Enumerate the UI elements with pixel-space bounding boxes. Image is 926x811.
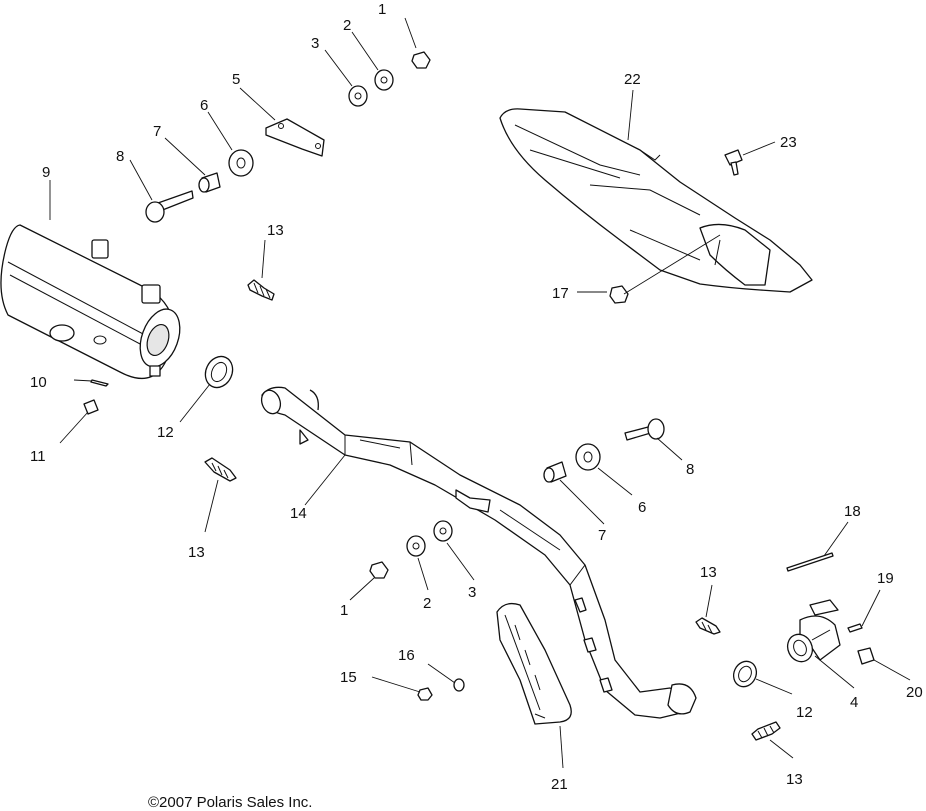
callout-7-top: 7 <box>153 123 161 140</box>
callout-10: 10 <box>30 374 47 391</box>
callout-3-bottom: 3 <box>468 584 476 601</box>
leader-lines <box>49 17 911 769</box>
spring-part-upper <box>247 279 275 301</box>
bolt-part-23 <box>724 149 743 176</box>
callout-13-upper: 13 <box>267 222 284 239</box>
callout-21: 21 <box>551 776 568 793</box>
plug-part-11 <box>83 399 99 415</box>
callout-19: 19 <box>877 570 894 587</box>
callout-6-top: 6 <box>200 97 208 114</box>
muffler-part <box>0 224 181 380</box>
nut-part-top <box>411 51 431 69</box>
spring-part-bottom <box>751 721 781 741</box>
callout-6-right: 6 <box>638 499 646 516</box>
callout-2-bottom: 2 <box>423 595 431 612</box>
callout-16: 16 <box>398 647 415 664</box>
callout-8-top: 8 <box>116 148 124 165</box>
head-pipe-part <box>260 386 697 719</box>
washer-part-top-2 <box>374 69 394 91</box>
callout-17: 17 <box>552 285 569 302</box>
clip-part-19 <box>847 623 863 633</box>
washer-part-bottom-3 <box>433 520 453 542</box>
copyright-notice: ©2007 Polaris Sales Inc. <box>148 794 312 811</box>
callout-12-right: 12 <box>796 704 813 721</box>
callout-11: 11 <box>30 448 46 465</box>
callout-13-left: 13 <box>188 544 205 561</box>
callout-14: 14 <box>290 505 307 522</box>
nut-part-bottom <box>369 561 389 579</box>
callout-18: 18 <box>844 503 861 520</box>
tailpipe-part <box>786 599 841 663</box>
heat-shield-part <box>499 108 813 293</box>
callout-9: 9 <box>42 164 50 181</box>
callout-7-right: 7 <box>598 527 606 544</box>
callout-5: 5 <box>232 71 240 88</box>
grommet-part-top <box>228 149 254 177</box>
callout-1-top: 1 <box>378 1 386 18</box>
grommet-part-right <box>575 443 601 471</box>
nut-part-15 <box>417 687 433 701</box>
callout-15: 15 <box>340 669 357 686</box>
washer-part-top-3 <box>348 85 368 107</box>
washer-part-bottom-2 <box>406 535 426 557</box>
bolt-part-right <box>624 418 665 441</box>
spring-part-left <box>204 457 237 482</box>
callout-22: 22 <box>624 71 641 88</box>
lower-heat-shield-part <box>496 602 572 725</box>
callout-4: 4 <box>850 694 858 711</box>
callout-13-bottom: 13 <box>786 771 803 788</box>
callout-1-bottom: 1 <box>340 602 348 619</box>
gasket-part-right <box>732 660 758 688</box>
plug-part-20 <box>857 647 875 665</box>
callout-20: 20 <box>906 684 923 701</box>
callout-3-top: 3 <box>311 35 319 52</box>
callout-13-right: 13 <box>700 564 717 581</box>
callout-8-right: 8 <box>686 461 694 478</box>
callout-23: 23 <box>780 134 797 151</box>
callout-12-left: 12 <box>157 424 174 441</box>
gasket-part-left <box>204 355 234 389</box>
spring-part-right <box>695 617 721 635</box>
pin-part-18 <box>786 552 834 572</box>
bolt-part-top <box>145 190 194 223</box>
callout-2-top: 2 <box>343 17 351 34</box>
nut-part-17 <box>609 285 629 304</box>
spacer-part-top <box>198 172 221 193</box>
spacer-part-right <box>543 461 567 483</box>
washer-part-16 <box>453 678 465 692</box>
clip-part-10 <box>90 379 109 387</box>
callout-labels: 1 2 3 5 6 7 8 9 13 10 11 12 13 14 22 23 … <box>30 1 923 793</box>
bracket-plate-part <box>265 118 325 157</box>
